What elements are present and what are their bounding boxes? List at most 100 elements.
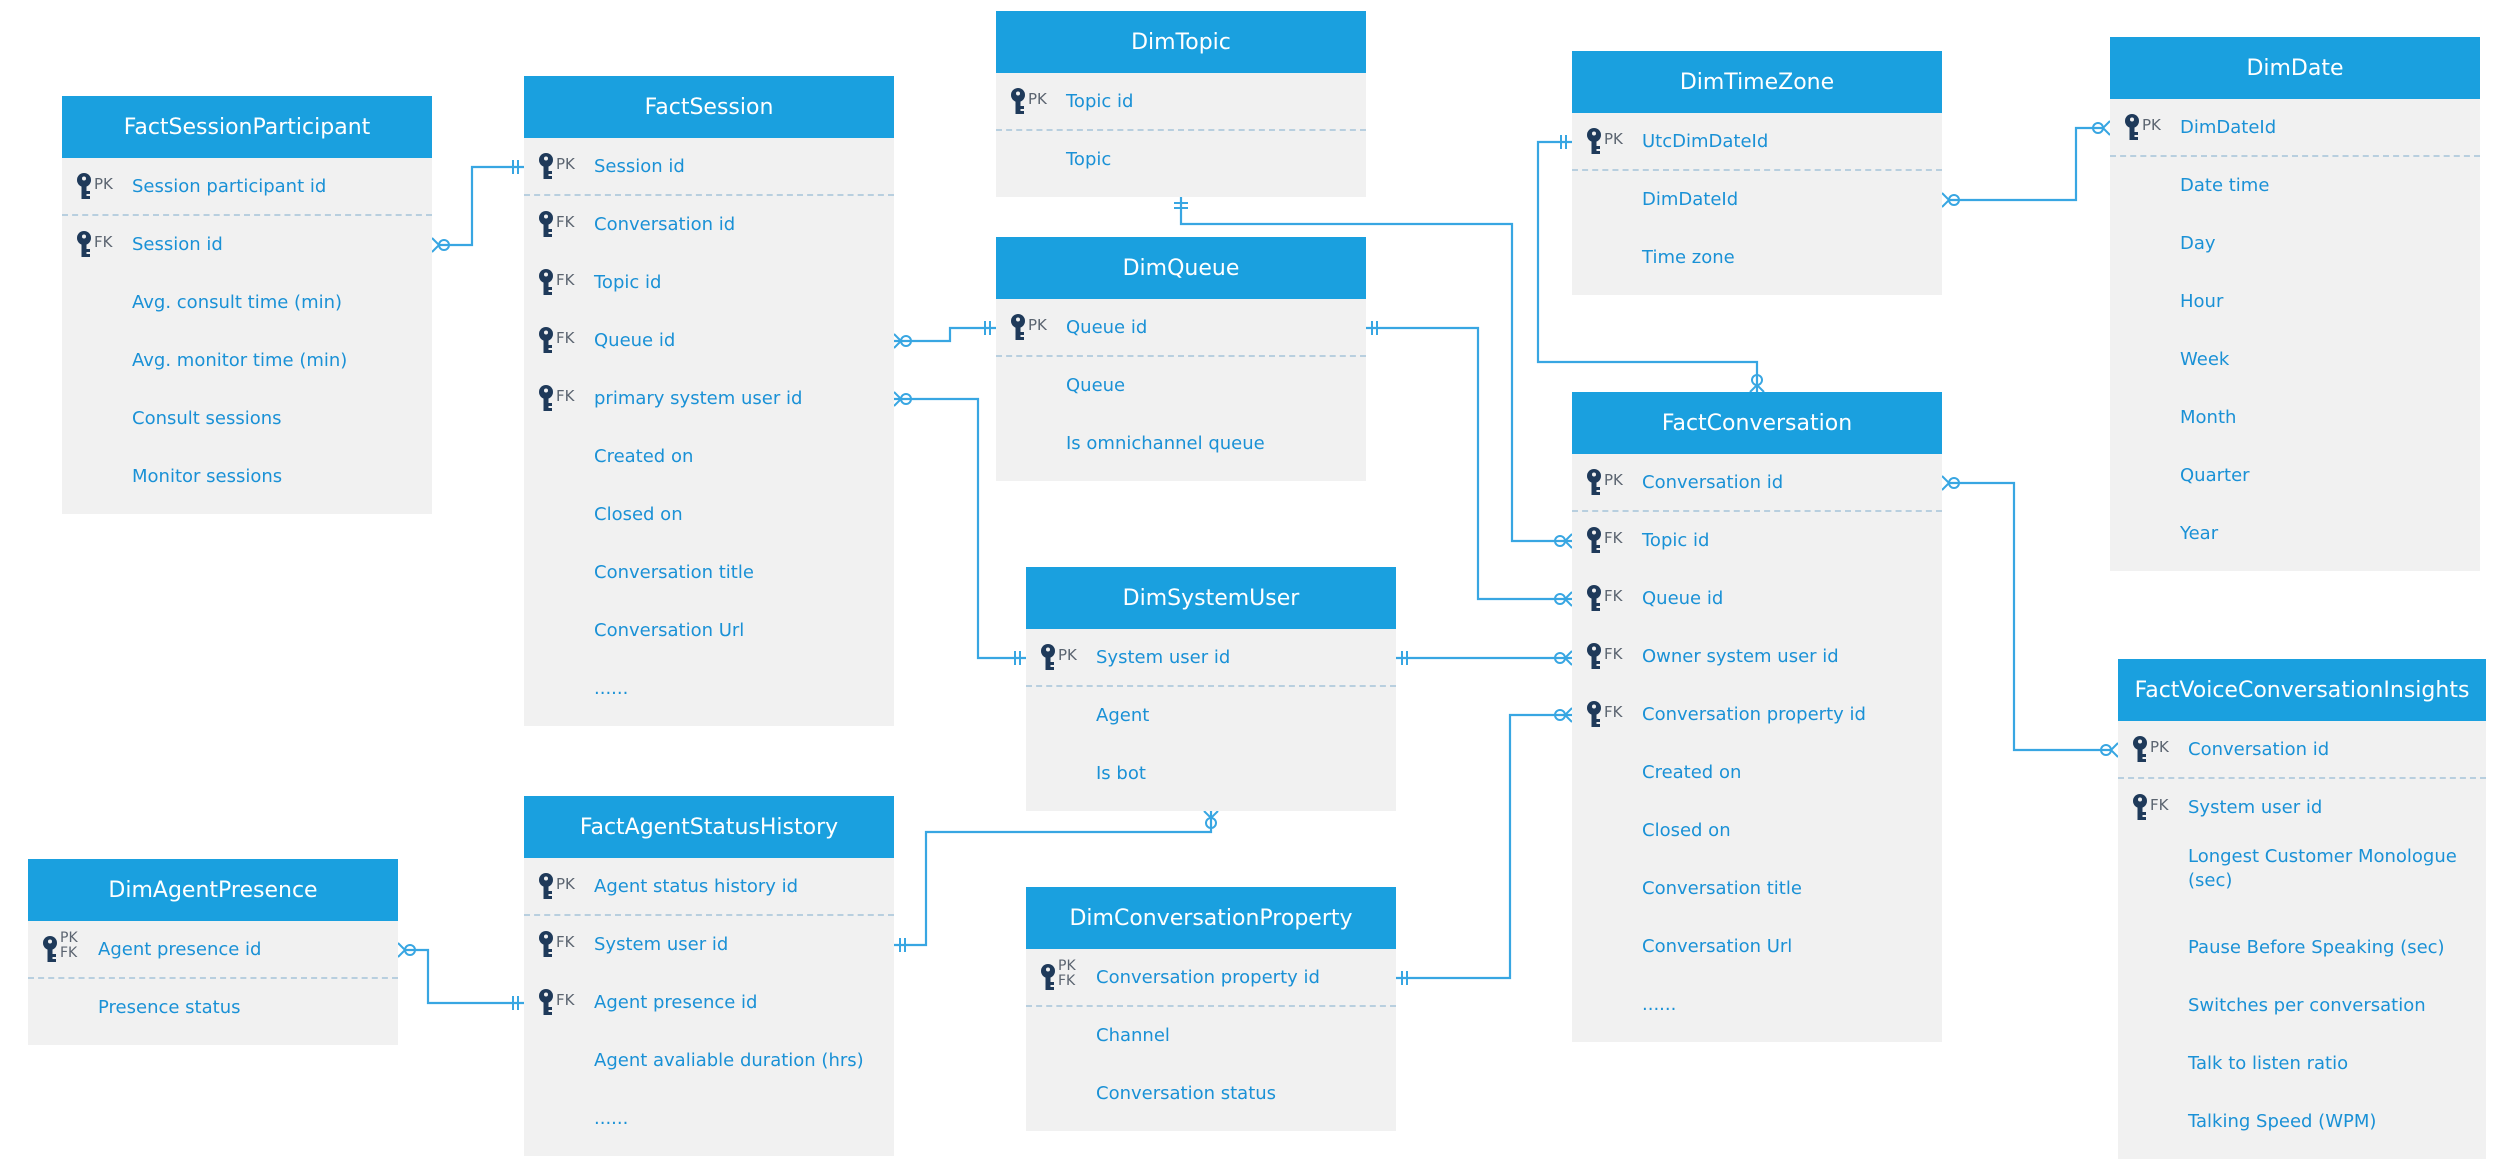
- key-icon: [539, 153, 553, 179]
- key-icon: [539, 327, 553, 353]
- key-type-label: FK: [556, 991, 575, 1009]
- key-icon: [1041, 644, 1055, 670]
- zero-or-many-marker: [1554, 591, 1573, 607]
- link-session-user: [894, 397, 1026, 660]
- zero-or-many-marker: [1554, 533, 1573, 549]
- field-name: Closed on: [594, 504, 683, 525]
- key-icon: [77, 231, 91, 257]
- field-row: Conversation title: [1572, 860, 1942, 918]
- field-name: System user id: [594, 934, 729, 955]
- field-name: Agent presence id: [594, 992, 758, 1013]
- zero-or-many-marker: [1749, 374, 1765, 393]
- link-topic: [1179, 197, 1572, 543]
- link-voice: [1948, 481, 2112, 752]
- field-name: Conversation status: [1096, 1083, 1277, 1104]
- field-row: Week: [2110, 331, 2480, 389]
- exactly-one-marker: [1401, 651, 1408, 665]
- field-name: Avg. monitor time (min): [132, 350, 348, 371]
- field-name: Conversation title: [1642, 878, 1802, 899]
- field-row: Avg. consult time (min): [62, 274, 432, 332]
- field-name: Session participant id: [132, 176, 327, 197]
- key-type-label: PK: [1604, 471, 1623, 489]
- zero-or-many-marker: [893, 333, 912, 349]
- key-type-label: FK: [556, 933, 575, 951]
- entity-title: FactSessionParticipant: [62, 96, 432, 158]
- field-name: Agent: [1096, 705, 1150, 726]
- field-row: ......: [1572, 976, 1942, 1034]
- entity-title: DimDate: [2110, 37, 2480, 99]
- field-name: primary system user id: [594, 388, 803, 409]
- key-icon: [1587, 128, 1601, 154]
- key-type-label: PK: [2142, 116, 2161, 134]
- field-row: Is omnichannel queue: [996, 415, 1366, 473]
- key-type-label: PK: [2150, 738, 2169, 756]
- key-icon: [1011, 314, 1025, 340]
- entity-title: DimConversationProperty: [1026, 887, 1396, 949]
- field-row: Talk to listen ratio: [2118, 1035, 2486, 1093]
- field-name: Talking Speed (WPM): [2188, 1111, 2377, 1132]
- exactly-one-marker: [512, 996, 519, 1010]
- field-row: Topic: [996, 131, 1366, 189]
- key-icon: [1587, 701, 1601, 727]
- field-name: Conversation property id: [1096, 967, 1320, 988]
- field-name: Conversation Url: [594, 620, 745, 641]
- field-row: Queue: [996, 357, 1366, 415]
- key-type-label: FK: [1604, 587, 1623, 605]
- key-type-label: PK: [556, 155, 575, 173]
- field-name: Avg. consult time (min): [132, 292, 343, 313]
- field-name: Queue id: [1066, 317, 1148, 338]
- key-icon: [539, 211, 553, 237]
- zero-or-many-marker: [1203, 810, 1219, 829]
- entity-title: FactSession: [524, 76, 894, 138]
- exactly-one-marker: [984, 321, 991, 335]
- field-row: Conversation Url: [1572, 918, 1942, 976]
- field-name: Quarter: [2180, 465, 2250, 486]
- field-name: Monitor sessions: [132, 466, 283, 487]
- key-icon: [539, 269, 553, 295]
- key-icon: [1587, 469, 1601, 495]
- field-name: Longest Customer Monologue (sec): [2188, 846, 2457, 891]
- field-name: ......: [594, 1108, 629, 1129]
- key-icon: [2133, 794, 2147, 820]
- field-name: System user id: [1096, 647, 1231, 668]
- field-row: FK System user id: [524, 916, 894, 974]
- field-name: Session id: [132, 234, 223, 255]
- key-icon: [43, 936, 57, 962]
- field-row: Quarter: [2110, 447, 2480, 505]
- key-type-label: FK: [556, 387, 575, 405]
- field-row: Conversation title: [524, 544, 894, 602]
- key-type-label: FK: [556, 329, 575, 347]
- field-row: Conversation status: [1026, 1065, 1396, 1123]
- field-name: Conversation id: [594, 214, 736, 235]
- field-name: Conversation id: [1642, 472, 1784, 493]
- field-row: Year: [2110, 505, 2480, 563]
- key-type-label: PK: [1058, 646, 1077, 664]
- field-row: Switches per conversation: [2118, 977, 2486, 1035]
- key-icon: [2125, 114, 2139, 140]
- key-icon: [2133, 736, 2147, 762]
- field-name: Conversation title: [594, 562, 754, 583]
- field-name: Agent status history id: [594, 876, 799, 897]
